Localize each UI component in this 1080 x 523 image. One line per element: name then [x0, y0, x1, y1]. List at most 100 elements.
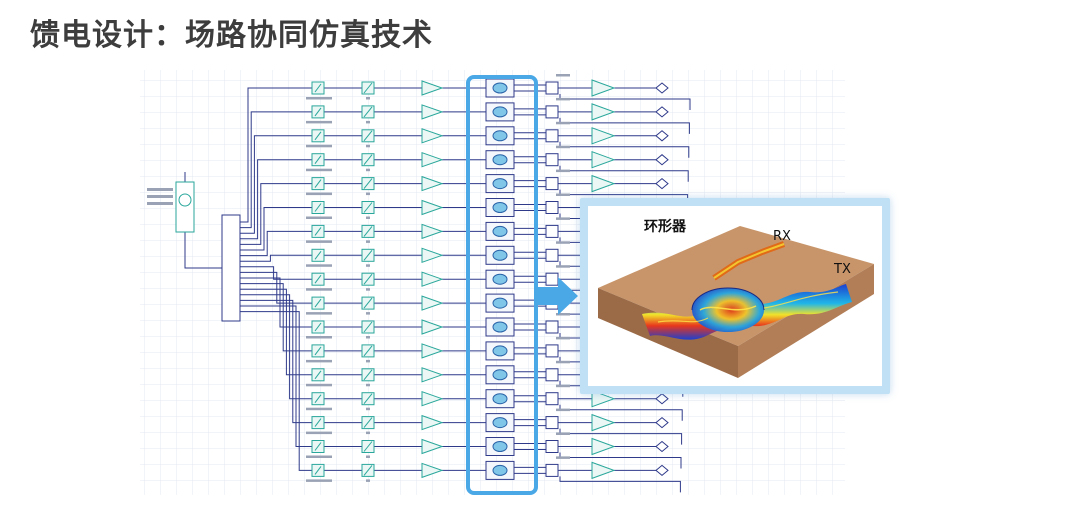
amplifier	[421, 390, 444, 407]
circulator-disk	[492, 321, 508, 333]
output-port	[655, 154, 669, 166]
wire	[240, 87, 312, 223]
phase-shifter-symbol	[314, 394, 322, 404]
bandpass-filter	[545, 344, 559, 358]
amplifier	[421, 175, 444, 192]
lna-amplifier	[591, 461, 616, 480]
phase-shifter-symbol	[314, 131, 322, 141]
circulator-disk	[492, 345, 508, 357]
filter-label	[556, 265, 570, 268]
wire	[240, 135, 312, 234]
attenuator-label	[366, 288, 370, 291]
attenuator-label	[366, 407, 370, 411]
wire	[240, 183, 312, 245]
bandpass-filter	[545, 105, 559, 119]
power-splitter	[221, 214, 241, 322]
amplifier	[421, 223, 444, 240]
amplifier	[421, 247, 444, 264]
circulator-disk	[492, 178, 508, 190]
phase-shifter-symbol	[314, 83, 322, 93]
attenuator-symbol	[363, 273, 373, 285]
wire	[559, 117, 690, 134]
attenuator-label	[366, 216, 370, 219]
bandpass-filter	[545, 416, 559, 430]
wire	[240, 311, 312, 471]
attenuator-symbol	[363, 226, 373, 237]
amplifier	[421, 414, 444, 431]
phase-shifter-label	[306, 120, 332, 124]
bandpass-filter	[545, 440, 559, 453]
amplifier	[421, 104, 444, 120]
wire	[559, 404, 683, 421]
amplifier	[421, 343, 444, 359]
bandpass-filter	[545, 201, 559, 214]
bandpass-filter	[545, 153, 559, 167]
phase-shifter-label	[306, 431, 332, 435]
output-port	[655, 440, 669, 453]
attenuator-symbol	[363, 297, 373, 309]
phase-shifter-symbol	[314, 418, 322, 427]
attenuator-symbol	[363, 82, 373, 94]
wire	[240, 207, 312, 251]
source-symbol	[178, 193, 192, 207]
circulator-field-plot: 环形器 RX TX	[588, 206, 882, 386]
filter-label	[556, 97, 570, 101]
circulator-disk	[492, 369, 508, 381]
phase-shifter-label	[306, 359, 332, 363]
circulator-disk	[492, 417, 508, 429]
phase-shifter-symbol	[314, 346, 322, 356]
wire	[240, 254, 312, 262]
wire	[240, 159, 312, 240]
output-port	[655, 464, 669, 477]
circulator-inset: 环形器 RX TX	[580, 198, 890, 394]
lna-amplifier	[591, 413, 616, 432]
wire	[559, 94, 691, 110]
wire	[240, 305, 312, 447]
filter-label	[556, 313, 570, 316]
rx-port-label: RX	[773, 229, 791, 244]
filter-label	[556, 241, 570, 244]
attenuator-label	[366, 383, 370, 387]
attenuator-symbol	[363, 345, 373, 357]
lna-amplifier	[591, 103, 616, 121]
attenuator-label	[366, 264, 370, 267]
lna-amplifier	[591, 127, 616, 145]
phase-shifter-symbol	[314, 370, 322, 380]
tx-port-label: TX	[834, 262, 851, 277]
amplifier	[421, 367, 444, 383]
circulator-disk	[492, 273, 508, 285]
phase-shifter-symbol	[314, 298, 322, 308]
wire	[240, 266, 312, 280]
filter-label	[556, 360, 570, 364]
phase-shifter-symbol	[314, 179, 322, 188]
filter-label	[556, 217, 570, 220]
lna-amplifier	[591, 174, 616, 193]
bandpass-filter	[545, 129, 559, 143]
attenuator-symbol	[363, 417, 373, 428]
phase-shifter-symbol	[314, 155, 322, 164]
attenuator-label	[366, 144, 370, 148]
wire	[559, 452, 682, 469]
filter-label	[556, 336, 570, 340]
phase-shifter-symbol	[314, 107, 322, 117]
circulator-disk	[492, 297, 508, 309]
output-port	[655, 416, 669, 429]
phase-shifter-label	[306, 407, 332, 411]
attenuator-label	[366, 359, 370, 363]
circulator-disk	[492, 441, 508, 452]
amplifier	[421, 271, 444, 287]
amplifier	[421, 199, 444, 216]
phase-shifter-label	[306, 168, 332, 172]
filter-label	[556, 193, 570, 196]
attenuator-label	[366, 312, 370, 315]
phase-shifter-symbol	[314, 274, 322, 284]
phase-shifter-label	[306, 288, 332, 291]
phase-shifter-label	[306, 479, 332, 482]
attenuator-symbol	[363, 321, 373, 333]
wire	[240, 294, 312, 400]
wire	[240, 271, 312, 304]
circulator-label: 环形器	[644, 219, 686, 235]
filter-label	[556, 384, 570, 388]
output-port	[655, 106, 669, 118]
